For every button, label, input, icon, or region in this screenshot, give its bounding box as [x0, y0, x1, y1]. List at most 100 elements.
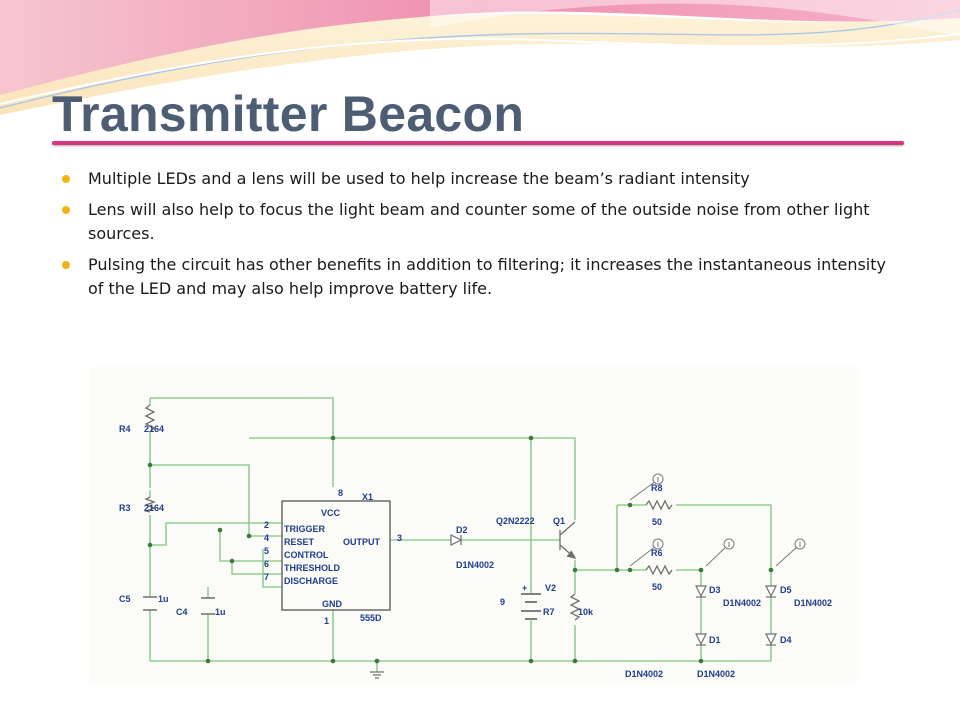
label-d2-ref: D2: [456, 525, 468, 535]
junction-dot: [614, 567, 620, 573]
decorative-banner: [0, 0, 960, 115]
ic-output-pin: 3: [397, 533, 402, 543]
junction-dot: [627, 502, 633, 508]
junction-dots: [147, 435, 774, 664]
junction-dot: [246, 533, 252, 539]
current-probe-icon: [652, 473, 664, 485]
resistors: [143, 404, 673, 621]
bullet-text: Lens will also help to focus the light b…: [88, 200, 870, 243]
label-c5-value: 1u: [158, 594, 169, 604]
ic-pin-number: 5: [264, 546, 269, 556]
bullet-dot-icon: [62, 261, 70, 269]
label-c4-value: 1u: [215, 607, 226, 617]
label-v2-plus: +: [522, 583, 527, 593]
ic-pin-number: 4: [264, 533, 269, 543]
slide-title: Transmitter Beacon: [52, 86, 525, 142]
label-d4-ref: D4: [780, 635, 792, 645]
junction-dot: [374, 658, 380, 664]
label-r7-value: 10k: [578, 607, 594, 617]
transistor-q1: [559, 521, 577, 560]
label-d2-part: D1N4002: [456, 560, 494, 570]
capacitors: [143, 596, 215, 615]
junction-dot: [627, 567, 633, 573]
bullet-item: Multiple LEDs and a lens will be used to…: [62, 167, 892, 191]
current-probe-icon: [652, 538, 664, 550]
label-q1-ref: Q1: [553, 516, 565, 526]
label-r4-value: 2164: [144, 424, 164, 434]
junction-dot: [572, 658, 578, 664]
diodes: [450, 534, 777, 646]
junction-dot: [528, 435, 534, 441]
ic-part-label: 555D: [360, 613, 382, 623]
junction-dot: [330, 658, 336, 664]
bullet-list: Multiple LEDs and a lens will be used to…: [62, 167, 892, 308]
label-d5-ref: D5: [780, 585, 792, 595]
current-probe-icon: [794, 538, 806, 550]
component-labels: R4 2164 R3 2164 C5 1u C4 1u 8 X1 VCC 2 4…: [119, 424, 832, 679]
junction-dot: [217, 527, 223, 533]
title-underline: [52, 141, 904, 145]
label-d1-ref: D1: [709, 635, 721, 645]
junction-dot: [572, 567, 578, 573]
junction-dot: [698, 567, 704, 573]
label-r7-ref: R7: [543, 607, 555, 617]
bullet-dot-icon: [62, 175, 70, 183]
label-r8-ref: R8: [651, 483, 663, 493]
junction-dot: [698, 658, 704, 664]
junction-dot: [147, 542, 153, 548]
ic-pin-number: 6: [264, 559, 269, 569]
probe-label: I: [657, 477, 659, 484]
ic-pin-label: DISCHARGE: [284, 576, 338, 586]
current-probe-icon: [723, 538, 735, 550]
label-d3-ref: D3: [709, 585, 721, 595]
ic-pin-label: RESET: [284, 537, 315, 547]
ic-pin-label: THRESHOLD: [284, 563, 341, 573]
label-r4-ref: R4: [119, 424, 131, 434]
ic-pin-number: 2: [264, 520, 269, 530]
bullet-item: Lens will also help to focus the light b…: [62, 198, 892, 246]
label-r3-ref: R3: [119, 503, 131, 513]
label-d1-part: D1N4002: [625, 669, 663, 679]
ic-gnd-label: GND: [322, 599, 343, 609]
junction-dot: [205, 658, 211, 664]
probe-labels: I I I I: [657, 477, 801, 549]
bullet-text: Multiple LEDs and a lens will be used to…: [88, 169, 750, 188]
bullet-dot-icon: [62, 206, 70, 214]
current-probes: [629, 473, 806, 567]
probe-label: I: [728, 542, 730, 549]
label-v2-ref: V2: [545, 583, 556, 593]
label-r6-ref: R6: [651, 548, 663, 558]
junction-dot: [147, 462, 153, 468]
wires: [149, 397, 772, 672]
ic-pin-number: 7: [264, 572, 269, 582]
label-c5-ref: C5: [119, 594, 131, 604]
ground-icon: [370, 671, 384, 679]
battery-v2: [521, 593, 541, 632]
bullet-text: Pulsing the circuit has other benefits i…: [88, 255, 886, 298]
label-r6-value: 50: [652, 582, 662, 592]
ic-555: [281, 500, 391, 611]
bullet-item: Pulsing the circuit has other benefits i…: [62, 253, 892, 301]
probe-label: I: [799, 542, 801, 549]
label-q1-part: Q2N2222: [496, 516, 535, 526]
ic-gnd-pin: 1: [324, 616, 329, 626]
ic-pin-label: TRIGGER: [284, 524, 326, 534]
ic-vcc-pin: 8: [338, 488, 343, 498]
ic-pin-label: CONTROL: [284, 550, 329, 560]
junction-dot: [229, 558, 235, 564]
ic-output-label: OUTPUT: [343, 537, 381, 547]
junction-dot: [330, 435, 336, 441]
ic-vcc-label: VCC: [321, 508, 341, 518]
junction-dot: [768, 567, 774, 573]
label-d5-part: D1N4002: [794, 598, 832, 608]
label-d4-part: D1N4002: [697, 669, 735, 679]
label-d3-part: D1N4002: [723, 598, 761, 608]
probe-label: I: [657, 542, 659, 549]
label-r3-value: 2164: [144, 503, 164, 513]
label-r8-value: 50: [652, 517, 662, 527]
label-v2-value: 9: [500, 597, 505, 607]
label-c4-ref: C4: [176, 607, 188, 617]
ic-ref: X1: [362, 492, 373, 502]
circuit-schematic: I I I I R4: [89, 367, 857, 684]
